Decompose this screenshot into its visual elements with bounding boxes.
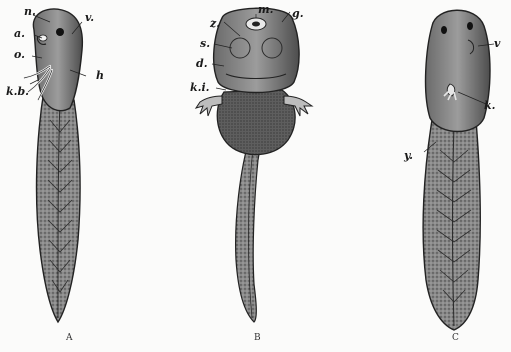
- label-a-o: o.: [14, 49, 25, 60]
- label-b-m: m.: [258, 4, 273, 15]
- label-c-v: v: [494, 38, 500, 49]
- caption-b: B: [254, 334, 261, 343]
- label-a-kb: k.b.: [6, 86, 29, 97]
- label-a-v: v.: [85, 12, 94, 23]
- tadpole-b: [196, 8, 312, 322]
- label-b-ki: k.i.: [190, 82, 209, 93]
- caption-a: A: [66, 334, 73, 343]
- label-c-y: y.: [404, 150, 413, 161]
- label-a-n: n.: [24, 6, 36, 17]
- label-b-s: s.: [200, 38, 210, 49]
- caption-c: C: [452, 334, 459, 343]
- label-b-z: z.: [210, 18, 220, 29]
- label-a-a: a.: [14, 28, 25, 39]
- label-a-h: h: [96, 70, 104, 81]
- tadpole-c: [423, 10, 494, 330]
- label-b-g: g.: [292, 8, 304, 19]
- label-c-k: k.: [484, 100, 495, 111]
- tadpole-a: [24, 9, 86, 322]
- label-b-d: d.: [196, 58, 208, 69]
